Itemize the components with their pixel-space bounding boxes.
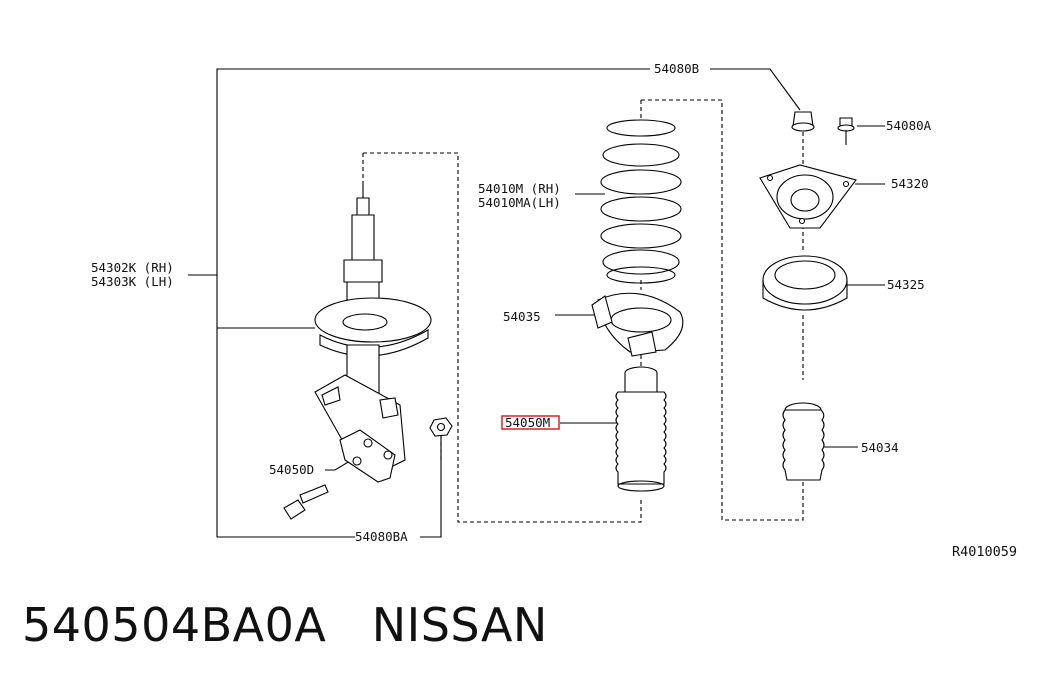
- label-54302K: 54302K (RH): [91, 260, 174, 275]
- bolt-54050D: [283, 484, 329, 520]
- caption-part-number: 540504BA0A: [22, 598, 327, 652]
- label-54325: 54325: [887, 277, 925, 292]
- part-caption: 540504BA0A NISSAN: [22, 598, 548, 652]
- nut-54080B: [791, 111, 815, 132]
- label-54080B: 54080B: [654, 61, 699, 76]
- label-54050D: 54050D: [269, 462, 314, 477]
- part-labels: 54080B 54080A 54320 54010M (RH) 54010MA(…: [91, 61, 1017, 560]
- coil-spring-54010M: [600, 119, 682, 284]
- reference-code: R4010059: [952, 544, 1017, 560]
- strut-mount-54320: [759, 164, 857, 229]
- label-54010M: 54010M (RH): [478, 181, 561, 196]
- label-54080BA: 54080BA: [355, 529, 408, 544]
- bellows-54050M: [615, 366, 667, 492]
- nut-54080BA: [429, 417, 453, 437]
- caption-brand: NISSAN: [371, 598, 548, 652]
- bolt-54080A: [837, 117, 855, 145]
- label-54303K: 54303K (LH): [91, 274, 174, 289]
- assembly-leader-lines: [188, 68, 885, 538]
- spring-seat-54035: [591, 292, 684, 357]
- label-54035: 54035: [503, 309, 541, 324]
- label-54034: 54034: [861, 440, 899, 455]
- boot-54034: [782, 402, 825, 481]
- label-54050M: 54050M: [505, 415, 550, 430]
- label-54010MA: 54010MA(LH): [478, 195, 561, 210]
- highlight-box-54050M: [501, 415, 560, 430]
- label-54320: 54320: [891, 176, 929, 191]
- bearing-54325: [762, 255, 848, 311]
- label-54080A: 54080A: [886, 118, 932, 133]
- strut-assembly: [314, 185, 432, 483]
